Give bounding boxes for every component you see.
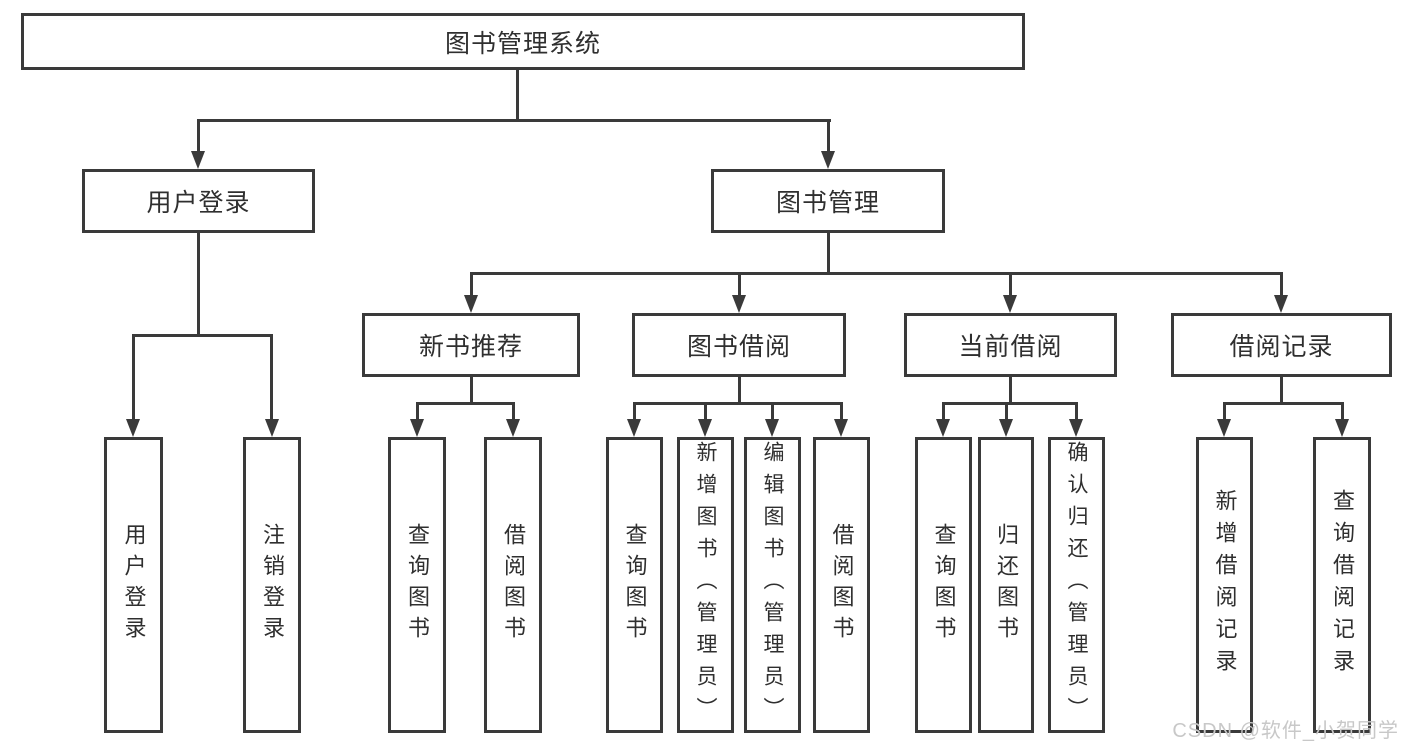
node-label: 查询图书 bbox=[931, 523, 957, 647]
node-label: 借阅图书 bbox=[501, 523, 526, 647]
node-label: 图书管理系统 bbox=[444, 29, 601, 58]
leaf-edit-books-admin: 编辑图书（管理员） bbox=[744, 437, 801, 733]
connector-drop bbox=[771, 404, 774, 421]
arrow-down-icon bbox=[765, 419, 779, 437]
arrow-down-icon bbox=[698, 419, 712, 437]
connector-user-login-stem bbox=[197, 233, 200, 336]
connector-drop bbox=[512, 404, 515, 421]
node-label: 图书管理 bbox=[775, 189, 880, 217]
connector-drop bbox=[1005, 404, 1008, 421]
node-current-borrowing: 当前借阅 bbox=[904, 313, 1117, 377]
leaf-query-books-3: 查询图书 bbox=[915, 437, 972, 733]
arrow-down-icon bbox=[1003, 295, 1017, 313]
node-label: 新增借阅记录 bbox=[1212, 489, 1238, 681]
connector-drop bbox=[1341, 404, 1344, 421]
leaf-query-borrow-record: 查询借阅记录 bbox=[1313, 437, 1371, 733]
arrow-down-icon bbox=[1335, 419, 1349, 437]
arrow-down-icon bbox=[265, 419, 279, 437]
arrow-down-icon bbox=[821, 151, 835, 169]
connector-drop bbox=[633, 404, 636, 421]
node-label: 用户登录 bbox=[121, 523, 147, 647]
node-label: 借阅图书 bbox=[829, 523, 855, 647]
arrow-down-icon bbox=[191, 151, 205, 169]
connector-drop-login bbox=[132, 336, 135, 420]
node-book-borrowing: 图书借阅 bbox=[632, 313, 846, 377]
arrow-down-icon bbox=[506, 419, 520, 437]
arrow-down-icon bbox=[627, 419, 641, 437]
arrow-down-icon bbox=[1274, 295, 1288, 313]
node-new-book-recommend: 新书推荐 bbox=[362, 313, 580, 377]
node-label: 查询图书 bbox=[405, 523, 430, 647]
connector-borrow-records-stem bbox=[1280, 377, 1283, 404]
connector-drop-book-mgmt bbox=[827, 121, 830, 152]
leaf-return-books: 归还图书 bbox=[978, 437, 1034, 733]
connector-drop-book-borrow bbox=[738, 274, 741, 297]
leaf-query-books-2: 查询图书 bbox=[606, 437, 663, 733]
node-label: 查询图书 bbox=[622, 523, 648, 647]
connector-root-stem bbox=[516, 70, 519, 121]
connector-drop bbox=[1075, 404, 1078, 421]
node-label: 归还图书 bbox=[994, 523, 1019, 647]
node-label: 注销登录 bbox=[260, 523, 285, 647]
leaf-add-borrow-record: 新增借阅记录 bbox=[1196, 437, 1253, 733]
connector-drop bbox=[416, 404, 419, 421]
leaf-user-login: 用户登录 bbox=[104, 437, 163, 733]
connector-drop-user-login bbox=[197, 121, 200, 152]
connector-book-mgmt-bar bbox=[470, 272, 1283, 275]
arrow-down-icon bbox=[936, 419, 950, 437]
connector-new-book-stem bbox=[470, 377, 473, 404]
connector-book-borrow-bar bbox=[633, 402, 843, 405]
arrow-down-icon bbox=[410, 419, 424, 437]
node-user-login: 用户登录 bbox=[82, 169, 315, 233]
node-label: 查询借阅记录 bbox=[1330, 489, 1355, 681]
node-book-management: 图书管理 bbox=[711, 169, 945, 233]
arrow-down-icon bbox=[834, 419, 848, 437]
connector-borrow-records-bar bbox=[1223, 402, 1344, 405]
arrow-down-icon bbox=[464, 295, 478, 313]
connector-drop bbox=[942, 404, 945, 421]
node-label: 确认归还（管理员） bbox=[1065, 441, 1088, 729]
leaf-confirm-return-admin: 确认归还（管理员） bbox=[1048, 437, 1105, 733]
arrow-down-icon bbox=[1217, 419, 1231, 437]
node-borrowing-records: 借阅记录 bbox=[1171, 313, 1392, 377]
node-label: 编辑图书（管理员） bbox=[761, 441, 784, 729]
leaf-query-books-1: 查询图书 bbox=[388, 437, 446, 733]
arrow-down-icon bbox=[1069, 419, 1083, 437]
arrow-down-icon bbox=[126, 419, 140, 437]
leaf-borrow-books-2: 借阅图书 bbox=[813, 437, 870, 733]
connector-current-borrow-bar bbox=[942, 402, 1078, 405]
node-label: 新书推荐 bbox=[418, 333, 523, 361]
leaf-logout: 注销登录 bbox=[243, 437, 301, 733]
node-label: 当前借阅 bbox=[958, 333, 1063, 361]
connector-new-book-bar bbox=[416, 402, 515, 405]
connector-drop-borrow-records bbox=[1280, 274, 1283, 297]
node-label: 用户登录 bbox=[146, 189, 251, 217]
connector-drop bbox=[1223, 404, 1226, 421]
connector-book-borrow-stem bbox=[738, 377, 741, 404]
node-label: 借阅记录 bbox=[1229, 333, 1334, 361]
connector-current-borrow-stem bbox=[1009, 377, 1012, 404]
csdn-watermark: CSDN @软件_小贺同学 bbox=[1172, 720, 1399, 742]
connector-drop-current-borrow bbox=[1009, 274, 1012, 297]
leaf-borrow-books-1: 借阅图书 bbox=[484, 437, 542, 733]
connector-drop bbox=[704, 404, 707, 421]
connector-drop-new-book bbox=[470, 274, 473, 297]
leaf-add-books-admin: 新增图书（管理员） bbox=[677, 437, 734, 733]
connector-root-bar bbox=[197, 119, 831, 122]
arrow-down-icon bbox=[999, 419, 1013, 437]
connector-drop-logout bbox=[270, 336, 273, 420]
connector-drop bbox=[840, 404, 843, 421]
connector-user-login-bar bbox=[132, 334, 273, 337]
arrow-down-icon bbox=[732, 295, 746, 313]
node-label: 新增图书（管理员） bbox=[694, 441, 717, 729]
node-label: 图书借阅 bbox=[686, 333, 791, 361]
node-library-system: 图书管理系统 bbox=[21, 13, 1025, 70]
connector-book-mgmt-stem bbox=[827, 233, 830, 274]
